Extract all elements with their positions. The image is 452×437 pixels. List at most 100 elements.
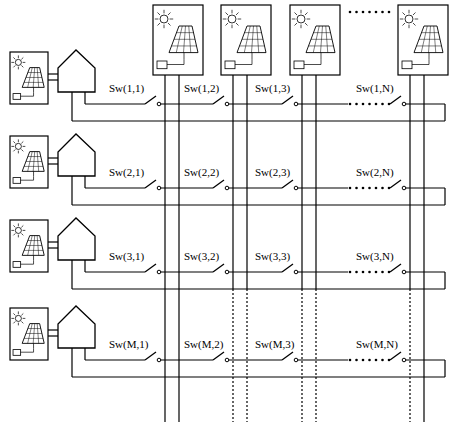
sun-icon <box>15 143 21 149</box>
panel-grid <box>33 324 35 344</box>
panel-grid <box>28 72 41 73</box>
battery-icon <box>13 178 21 184</box>
battery-icon <box>157 61 167 69</box>
sun-ray <box>301 25 302 29</box>
sun-ray <box>236 12 239 15</box>
sun-ray <box>168 12 171 15</box>
sun-ray <box>13 149 15 151</box>
sun-ray <box>305 12 308 15</box>
solar-panel <box>414 26 443 53</box>
gap <box>348 187 392 190</box>
sun-icon <box>297 15 305 23</box>
panel-grid <box>257 26 259 53</box>
pv-box <box>10 136 48 188</box>
pv-box <box>290 5 340 75</box>
sun-ray <box>18 67 19 70</box>
pv-house-wire <box>48 247 58 248</box>
panel-stand <box>33 255 34 260</box>
battery-wire <box>33 93 34 97</box>
sun-ray <box>21 57 23 59</box>
switch-contact <box>157 102 161 106</box>
sun-ray <box>18 311 19 314</box>
solar-panel <box>169 26 198 53</box>
sun-ray <box>13 57 15 59</box>
panel-stand <box>252 53 253 60</box>
panel-stand <box>184 53 185 60</box>
sun-ray <box>305 23 308 26</box>
switch-blade <box>213 352 224 360</box>
sun-ray <box>11 146 14 147</box>
ellipsis-dot <box>381 103 384 106</box>
bus-line <box>164 289 165 422</box>
sun-ray <box>23 62 26 63</box>
switch-blade <box>282 96 293 104</box>
panel-grid <box>177 32 194 33</box>
pv-box <box>398 5 448 75</box>
panel-grid <box>37 324 39 344</box>
house-wire <box>71 92 72 121</box>
end-line <box>444 360 445 377</box>
ellipsis-dot <box>368 103 371 106</box>
bus-line <box>178 75 179 289</box>
switch-contact <box>157 358 161 362</box>
house-icon <box>58 134 95 176</box>
switch-contact <box>157 186 161 190</box>
sun-ray <box>18 223 19 226</box>
battery-wire <box>21 180 34 181</box>
panel-stand <box>429 53 430 60</box>
sun-ray <box>294 23 297 26</box>
battery-icon <box>294 61 304 69</box>
ellipsis-dot <box>355 103 358 106</box>
ellipsis-dot <box>375 103 378 106</box>
sun-ray <box>402 23 405 26</box>
ellipsis-dot <box>381 11 384 14</box>
pv-house-wire <box>48 79 58 80</box>
ellipsis-dot <box>355 359 358 362</box>
switch-blade <box>282 180 293 188</box>
switch-contact <box>402 186 406 190</box>
ellipsis-dot <box>362 271 365 274</box>
ellipsis-dot <box>388 359 391 362</box>
bus-line <box>232 75 233 289</box>
sun-ray <box>164 25 165 29</box>
ellipsis-dot <box>349 11 352 14</box>
switch-label: Sw(M,3) <box>254 338 295 350</box>
bus-line <box>246 289 247 422</box>
switch-blade <box>145 180 156 188</box>
switch-label: Sw(2,2) <box>183 166 220 178</box>
switch-blade <box>213 180 224 188</box>
battery-wire <box>321 60 322 65</box>
switch-contact <box>294 270 298 274</box>
house-wire <box>84 348 85 360</box>
sun-ray <box>170 19 174 20</box>
switch-label: Sw(1,2) <box>183 82 220 94</box>
switch-contact <box>294 358 298 362</box>
sun-ray <box>400 19 404 20</box>
sun-ray <box>307 19 311 20</box>
bus-line <box>423 289 424 422</box>
sun-ray <box>236 23 239 26</box>
return-line <box>72 288 445 289</box>
house-wire <box>71 260 72 289</box>
switch-label: Sw(3,2) <box>183 250 220 262</box>
house-wire <box>84 260 85 272</box>
switch-blade <box>145 352 156 360</box>
ellipsis-dot <box>349 103 352 106</box>
end-line <box>444 188 445 205</box>
switch-label: Sw(1,N) <box>355 82 395 94</box>
sun-ray <box>18 323 19 326</box>
battery-wire <box>167 64 184 65</box>
sun-ray <box>11 62 14 63</box>
bus-line <box>246 75 247 289</box>
panel-stand <box>33 343 34 348</box>
panel-grid <box>28 156 41 157</box>
switch-contact <box>225 358 229 362</box>
house-wire <box>84 176 85 188</box>
sun-ray <box>23 230 26 231</box>
ellipsis-dot <box>368 187 371 190</box>
switch-label: Sw(1,3) <box>254 82 291 94</box>
sun-ray <box>292 19 296 20</box>
ellipsis-dot <box>388 103 391 106</box>
ellipsis-dot <box>362 103 365 106</box>
